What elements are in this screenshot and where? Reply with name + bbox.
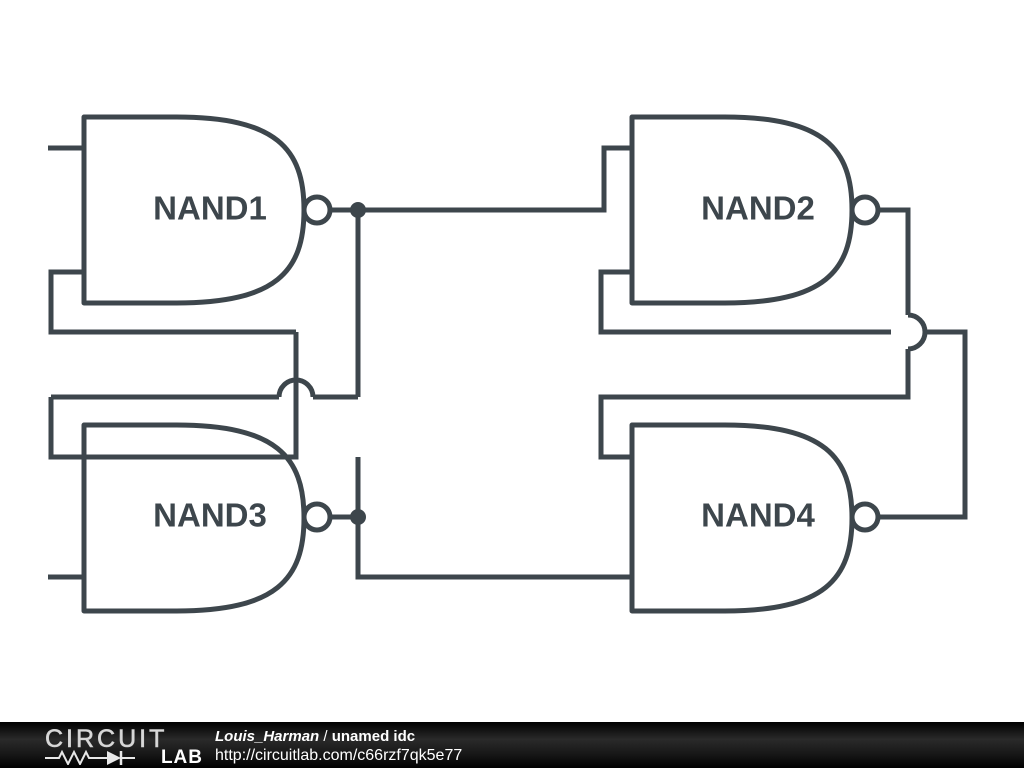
junction-dots-layer: [350, 202, 366, 525]
logo-lab-text: LAB: [160, 747, 203, 768]
footer-author-line: Louis_Harman / unamed idc: [215, 727, 462, 746]
resistor-diode-icon: [45, 749, 135, 765]
nand2-label: NAND2: [701, 190, 815, 227]
nand1-output-junction: [350, 202, 366, 218]
wire-nand3-in1-left: [48, 397, 84, 460]
footer-project-title: unamed idc: [331, 728, 416, 745]
wire-nand1-feedback-to-nand3: [84, 332, 299, 460]
circuitlab-footer-bar: CIRCUIT LAB Louis_Harman / unamed idc ht…: [0, 722, 1024, 768]
wire-nand2-out: [878, 207, 911, 315]
hop-nand2-feedback: [907, 312, 928, 352]
nand4-label: NAND4: [701, 497, 815, 534]
wire-nand2-in2: [598, 269, 891, 335]
footer-author-name: Louis_Harman: [215, 728, 320, 745]
nand4-inversion-bubble: [849, 501, 881, 533]
nand3-inversion-bubble: [301, 501, 333, 533]
wire-nand3-out-to-nand4: [355, 517, 632, 580]
wire-nand2-out-down: [598, 349, 911, 460]
nand3-output-junction: [350, 509, 366, 525]
wire-hops-layer: [276, 312, 928, 398]
nand3-label: NAND3: [153, 497, 267, 534]
nand1-label: NAND1: [153, 190, 267, 227]
footer-url-link[interactable]: http://circuitlab.com/c66rzf7qk5e77: [215, 747, 463, 764]
logic-gates-layer: [81, 114, 881, 614]
nand2-inversion-bubble: [849, 194, 881, 226]
circuitlab-logo[interactable]: CIRCUIT LAB: [45, 724, 205, 768]
wire-nand1-out: [330, 145, 632, 213]
wire-nand2-hop-right: [878, 329, 968, 520]
logo-wordmark-text: CIRCUIT: [45, 725, 168, 753]
footer-separator: /: [319, 728, 332, 745]
nand1-inversion-bubble: [301, 194, 333, 226]
footer-credit-block: Louis_Harman / unamed idc http://circuit…: [215, 727, 462, 766]
wire-nand1-in2: [48, 269, 296, 335]
hop-nand1-feedback: [276, 377, 316, 398]
